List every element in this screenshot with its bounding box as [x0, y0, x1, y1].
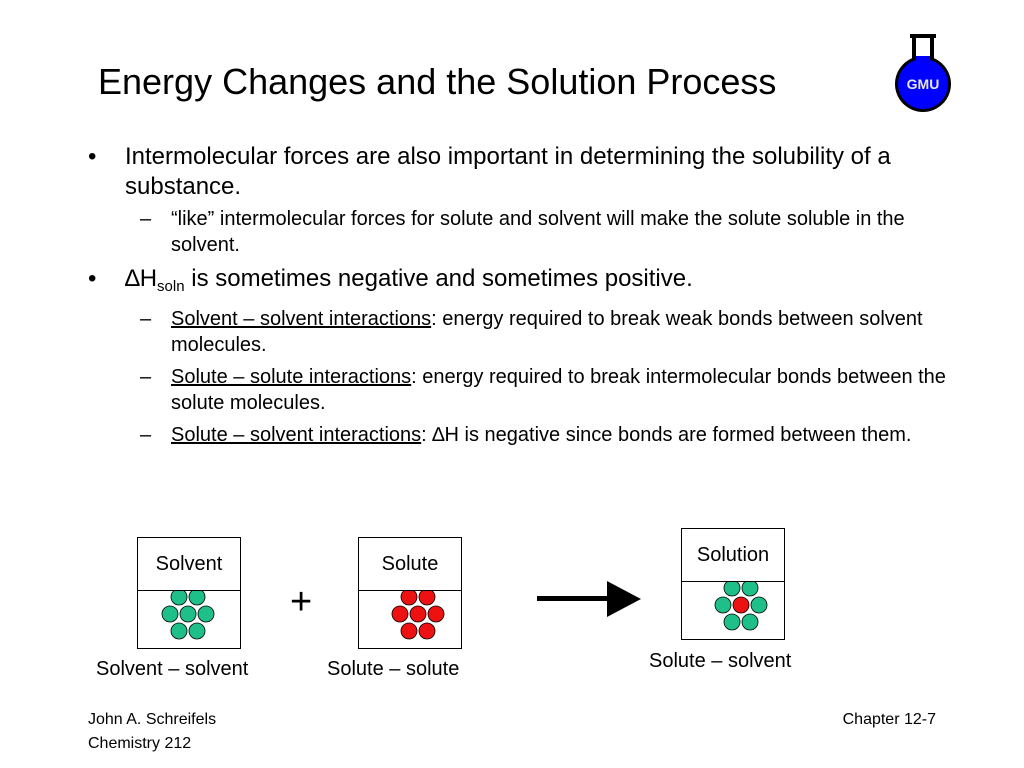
solvent-solvent-caption: Solvent – solvent — [96, 658, 249, 680]
delta-symbol: ∆ — [432, 424, 445, 446]
sub-bullet-item: – Solvent – solvent interactions: energy… — [84, 306, 964, 358]
delta-symbol: ∆ — [125, 265, 140, 292]
sub-bullet-text: : energy required to break weak bonds be… — [171, 308, 923, 356]
footer-author-block: John A. Schreifels Chemistry 212 — [88, 708, 216, 756]
footer-chapter: Chapter 12-7 — [842, 711, 936, 728]
sub-bullet-marker: – — [140, 366, 152, 388]
bullet-text: Intermolecular forces are also important… — [125, 143, 891, 200]
sub-bullet-item: – Solute – solute interactions: energy r… — [84, 364, 964, 416]
solvent-molecules — [161, 591, 215, 640]
solvent-box-label: Solvent — [138, 538, 240, 591]
solute-solute-caption: Solute – solute — [327, 658, 460, 680]
plus-sign: + — [290, 581, 313, 623]
bullet-marker: • — [88, 265, 97, 292]
sub-bullet-term: Solute – solute interactions — [171, 366, 412, 388]
sub-bullet-item: – “like” intermolecular forces for solut… — [84, 206, 964, 258]
gmu-flask-logo: GMU — [890, 32, 956, 114]
enthalpy-subscript: soln — [157, 278, 185, 295]
solute-box-label: Solute — [359, 538, 461, 591]
solute-box: Solute — [358, 537, 462, 649]
solution-box-label: Solution — [682, 529, 784, 582]
solution-box: Solution — [681, 528, 785, 640]
sub-bullet-marker: – — [140, 208, 152, 230]
solute-molecules — [391, 591, 445, 640]
footer-author: John A. Schreifels — [88, 711, 217, 728]
reaction-arrow-icon — [537, 581, 641, 617]
sub-bullet-marker: – — [140, 424, 152, 446]
sub-bullet-marker: – — [140, 308, 152, 330]
solvent-box: Solvent — [137, 537, 241, 649]
solute-molecule-cluster — [391, 591, 445, 640]
bullet-item: • Intermolecular forces are also importa… — [84, 142, 964, 202]
sub-bullet-term: Solute – solvent interactions — [171, 424, 422, 446]
sub-bullet-text: : — [421, 424, 433, 446]
logo-text: GMU — [907, 76, 940, 92]
bullet-marker: • — [88, 143, 97, 170]
solute-solvent-caption: Solute – solvent — [649, 650, 792, 672]
solution-molecules — [714, 582, 768, 631]
sub-bullet-item: – Solute – solvent interactions: ∆H is n… — [84, 422, 964, 448]
sub-bullet-term: Solvent – solvent interactions — [171, 308, 432, 330]
sub-bullet-text: “like” intermolecular forces for solute … — [171, 208, 905, 256]
bullet-text: is sometimes negative and sometimes posi… — [184, 265, 693, 292]
enthalpy-symbol: H — [139, 265, 158, 292]
sub-bullet-text: : energy required to break intermolecula… — [171, 366, 946, 414]
bullet-list: • Intermolecular forces are also importa… — [84, 142, 964, 454]
slide-title: Energy Changes and the Solution Process — [98, 61, 777, 102]
sub-bullet-text: H is negative since bonds are formed bet… — [444, 424, 912, 446]
bullet-item: • ∆Hsoln is sometimes negative and somet… — [84, 264, 964, 302]
solution-molecule-cluster — [714, 582, 768, 631]
solvent-molecule-cluster — [161, 591, 215, 640]
footer-course: Chemistry 212 — [88, 735, 192, 752]
